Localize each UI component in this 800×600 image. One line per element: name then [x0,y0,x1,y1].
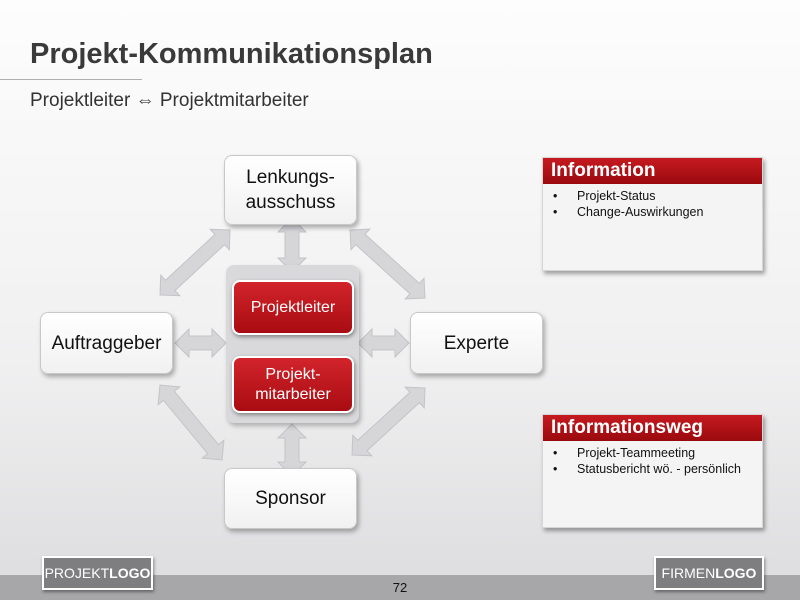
page-subtitle: Projektleiter ⇔ Projektmitarbeiter [30,90,309,111]
information-card: Information •Projekt-Status •Change-Ausw… [542,157,763,271]
card-title: Informationsweg [543,415,762,441]
node-experte: Experte [410,312,543,374]
double-arrow-icon [157,384,225,461]
node-lenkungsausschuss: Lenkungs- ausschuss [224,155,357,225]
double-arrow-icon [159,228,231,297]
title-divider [0,79,142,80]
node-projektleiter: Projektleiter [232,280,354,335]
card-title: Information [543,158,762,184]
list-item: •Projekt-Teammeeting [553,446,696,460]
double-arrow-icon [276,217,308,273]
list-item: •Change-Auswirkungen [553,205,704,219]
list-item: •Projekt-Status [553,189,656,203]
informationsweg-card: Informationsweg •Projekt-Teammeeting •St… [542,414,763,528]
double-arrow-icon [349,228,426,300]
page-title: Projekt-Kommunikationsplan [30,38,433,70]
double-arrow-icon [174,327,227,359]
node-auftraggeber: Auftraggeber [40,312,173,374]
page-number: 72 [392,580,408,595]
node-projektmitarbeiter: Projekt- mitarbeiter [232,356,354,413]
list-item: •Statusbericht wö. - persönlich [553,462,741,476]
node-sponsor: Sponsor [224,468,357,529]
double-arrow-icon [351,386,426,457]
double-arrow-icon [357,327,410,359]
